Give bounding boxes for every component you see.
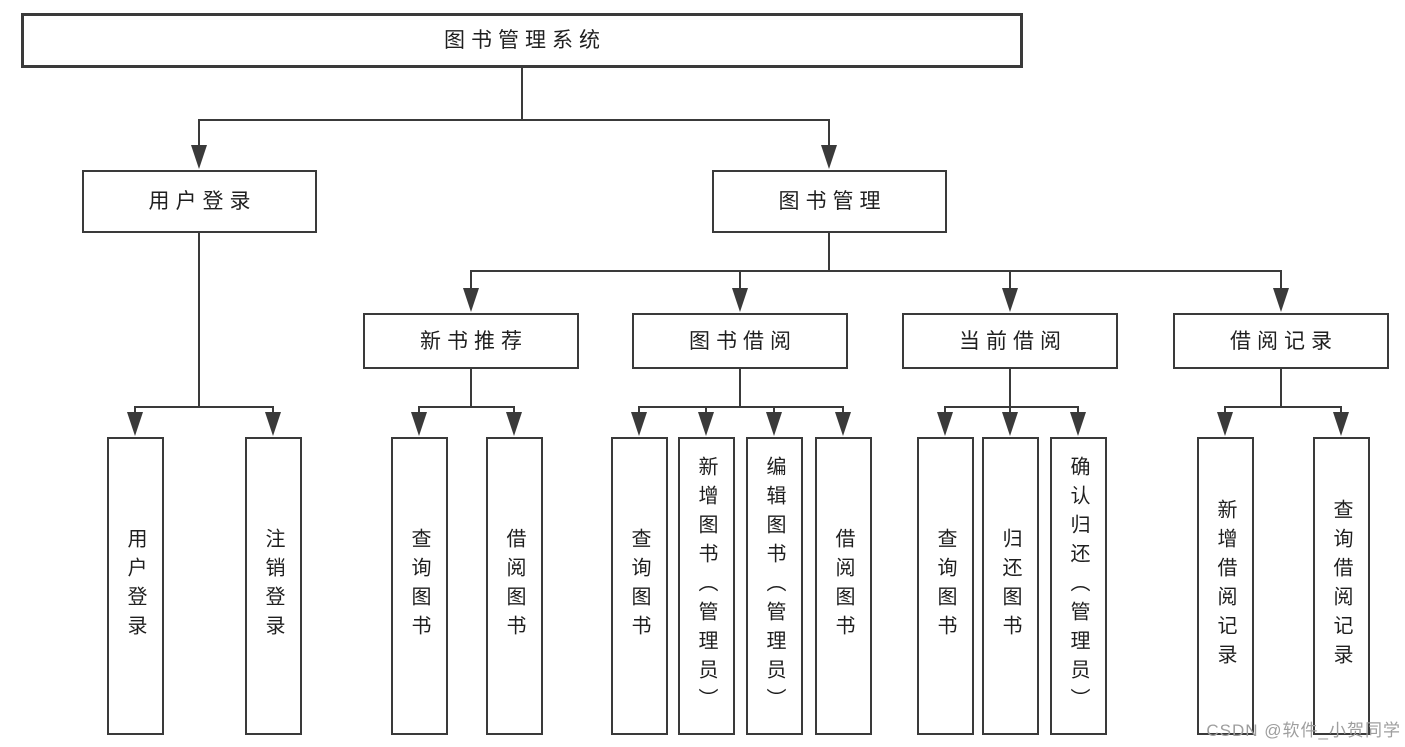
leaf-confirm-return-admin: 确认归还（管理员） [1049,437,1107,735]
leaf-query-books-current: 查询图书 [916,437,974,735]
node-label: 图书管理系统 [444,29,606,52]
node-label: 图书管理 [778,190,887,213]
node-label: 新增借阅记录 [1214,499,1236,673]
node-label: 新书推荐 [420,329,528,353]
node-library-management-system: 图书管理系统 [21,13,1023,68]
node-label: 借阅图书 [832,528,854,644]
leaf-query-borrow-record: 查询借阅记录 [1312,437,1370,735]
leaf-logout: 注销登录 [244,437,302,735]
node-new-book-recommendation: 新书推荐 [363,313,579,369]
watermark: CSDN @软件_小贺同学 [1206,721,1401,740]
leaf-add-borrow-record: 新增借阅记录 [1196,437,1254,735]
leaf-add-book-admin: 新增图书（管理员） [677,437,735,735]
node-book-management: 图书管理 [712,170,947,233]
node-label: 借阅记录 [1230,329,1338,353]
leaf-borrow-books-recommend: 借阅图书 [485,437,543,735]
leaf-user-login: 用户登录 [106,437,164,735]
node-label: 查询借阅记录 [1330,499,1352,673]
node-label: 用户登录 [148,190,257,213]
leaf-return-book: 归还图书 [981,437,1039,735]
node-label: 图书借阅 [689,329,797,353]
node-label: 查询图书 [934,528,956,644]
node-label: 当前借阅 [959,329,1067,353]
node-current-borrowing: 当前借阅 [902,313,1118,369]
leaf-edit-book-admin: 编辑图书（管理员） [745,437,803,735]
node-label: 查询图书 [628,528,650,644]
node-user-login: 用户登录 [82,170,317,233]
node-borrowing-records: 借阅记录 [1173,313,1389,369]
node-label: 归还图书 [999,528,1021,644]
leaf-borrow-books-borrowing: 借阅图书 [814,437,872,735]
node-label: 编辑图书（管理员） [763,455,785,717]
node-label: 新增图书（管理员） [695,455,717,717]
node-label: 查询图书 [408,528,430,644]
node-label: 确认归还（管理员） [1067,455,1089,717]
node-label: 用户登录 [124,528,146,644]
node-label: 注销登录 [262,528,284,644]
leaf-query-books-recommend: 查询图书 [390,437,448,735]
node-book-borrowing: 图书借阅 [632,313,848,369]
leaf-query-books-borrowing: 查询图书 [610,437,668,735]
node-label: 借阅图书 [503,528,525,644]
